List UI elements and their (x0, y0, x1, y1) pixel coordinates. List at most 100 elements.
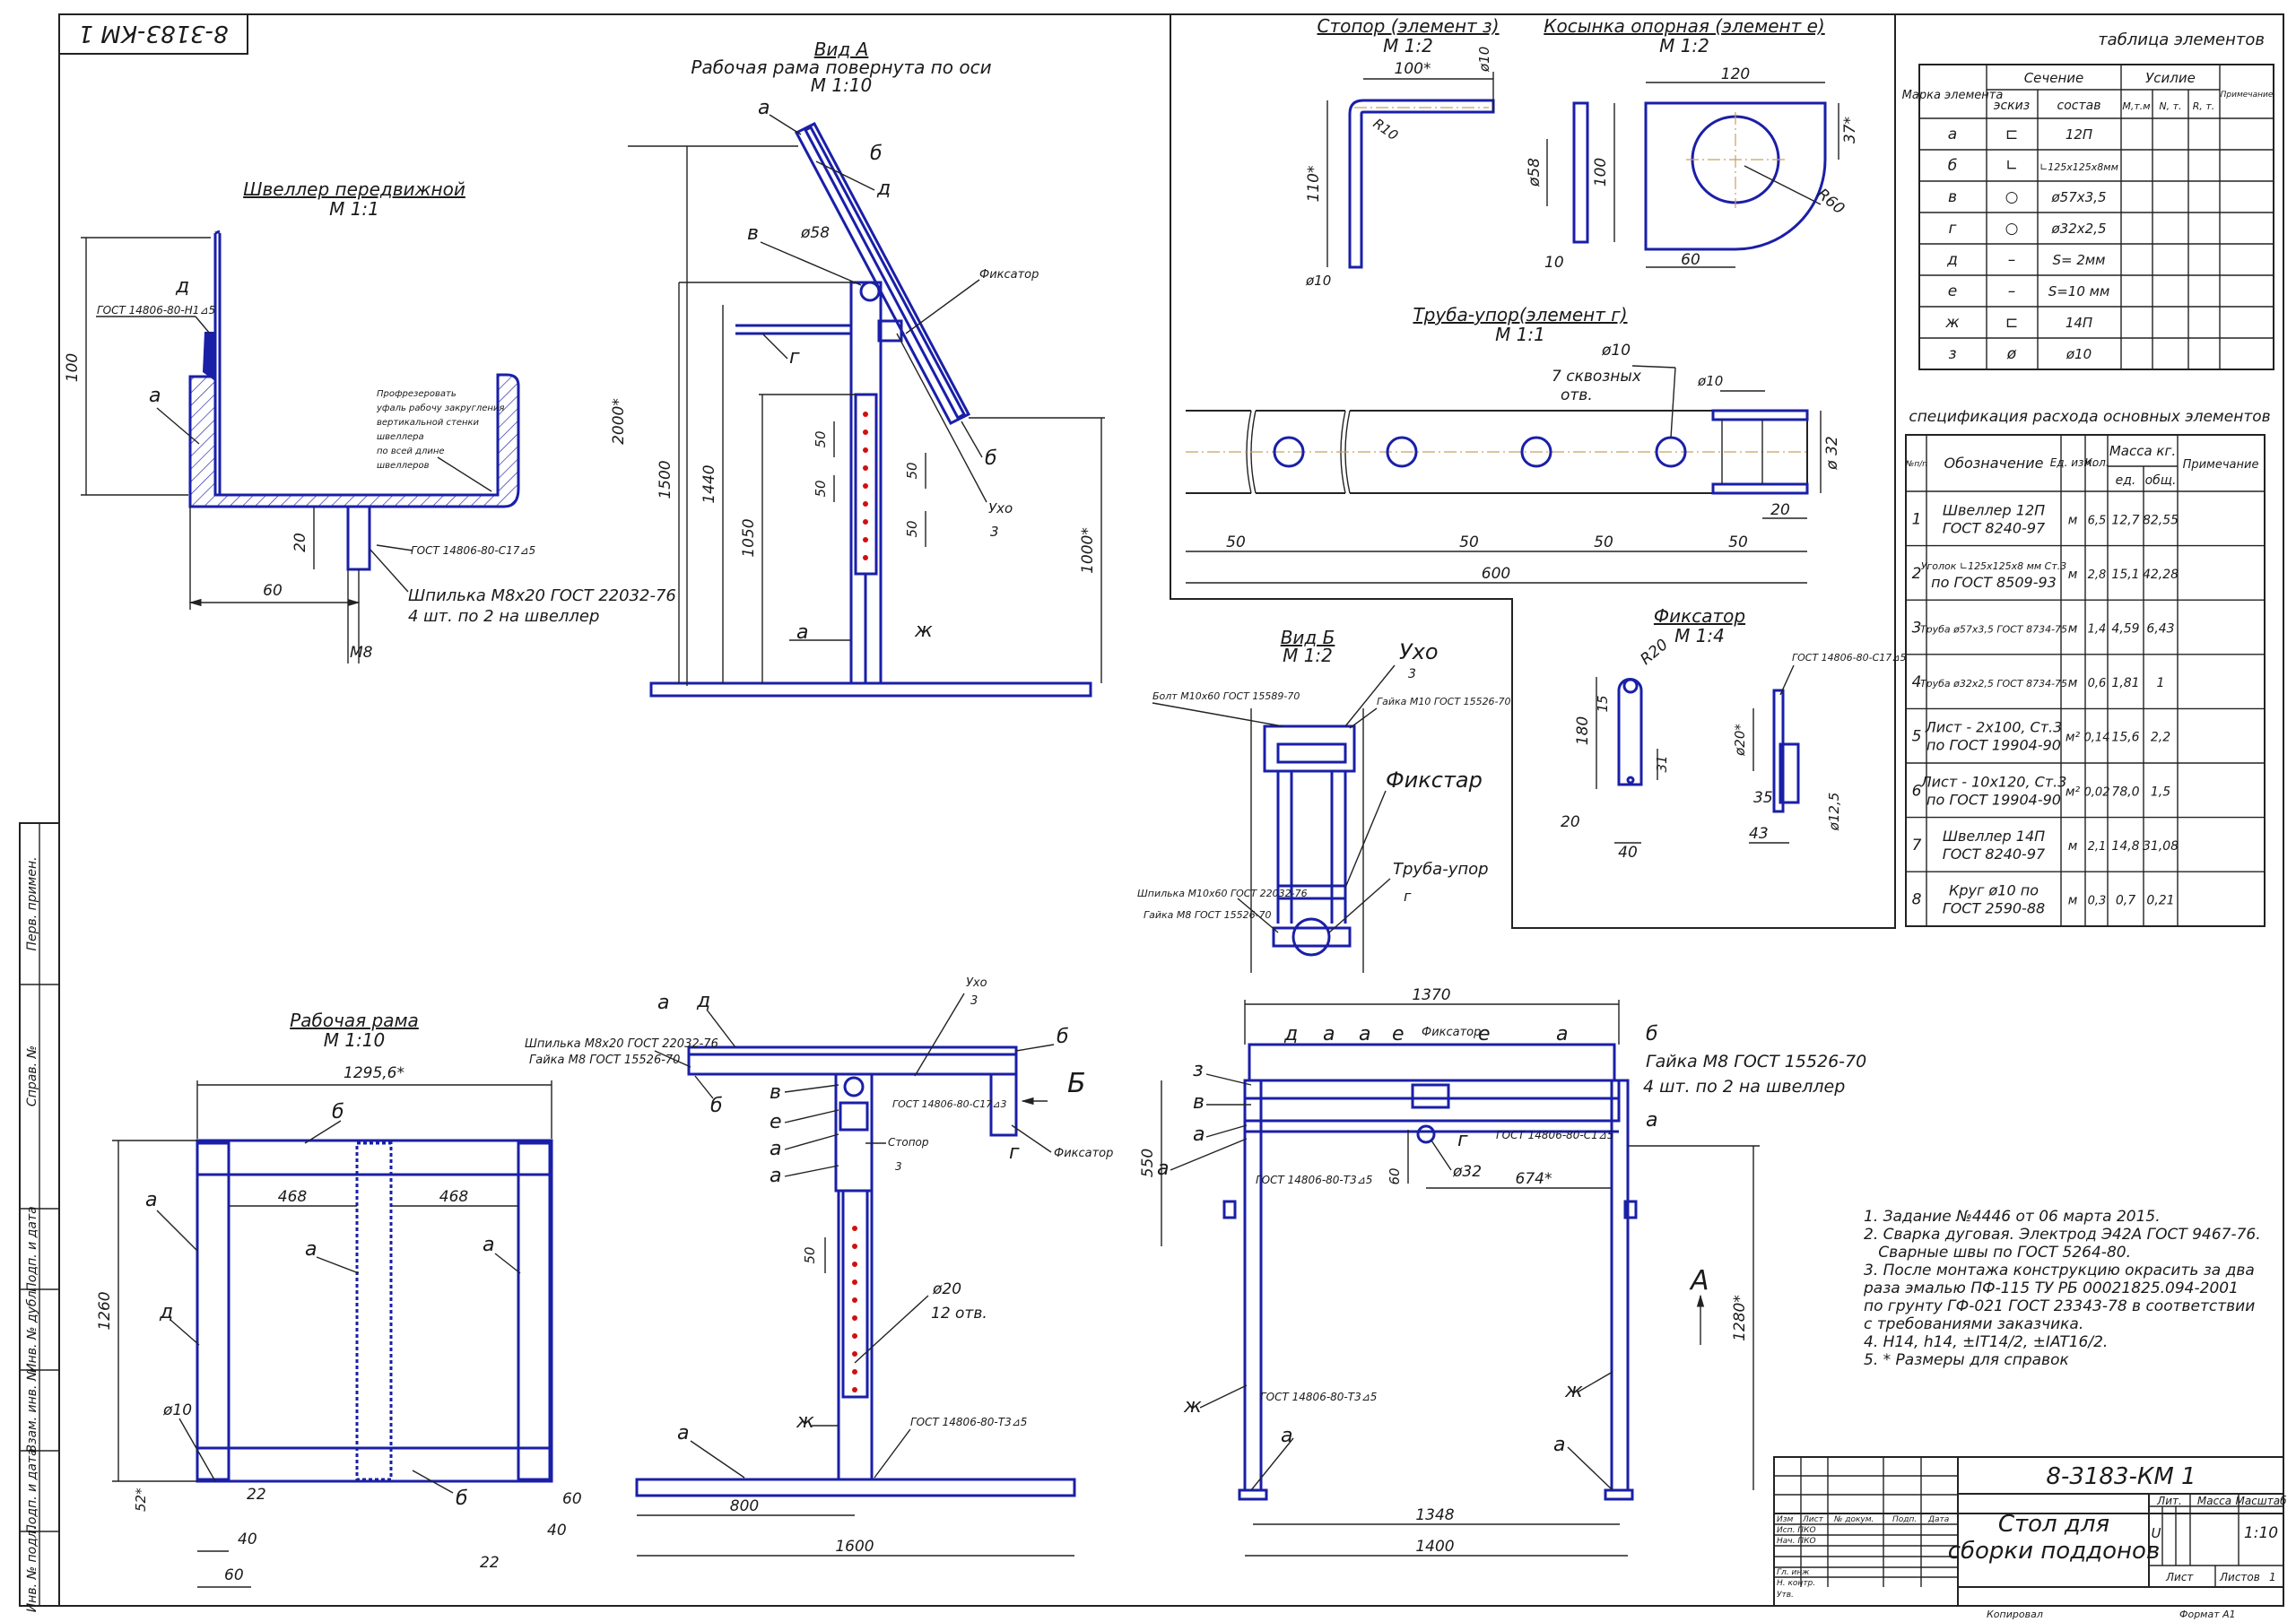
spec-row-mass-total: 1,5 (2151, 785, 2170, 799)
view-b-tube (1292, 917, 1331, 957)
fixator-dim-31: 31 (1654, 755, 1670, 772)
tb-row-7: Утв. (1777, 1591, 1794, 1600)
tb-sheets: Листов (2219, 1571, 2260, 1583)
spec-row-qty: 1,4 (2088, 623, 2107, 637)
side-stamp-7: Инв. № подл. (25, 1526, 39, 1613)
et-row-composition: ø10 (2066, 346, 2092, 362)
rama-dim-468b: 468 (439, 1188, 469, 1206)
view-b-nut2: Гайка М8 ГОСТ 15526-70 (1144, 909, 1272, 921)
front-gost2: ГОСТ 14806-80-Т3⊿5 (1256, 1174, 1372, 1186)
et-row-mark: е (1948, 282, 1957, 300)
fixator-dim-40: 40 (1618, 844, 1638, 862)
rama-dim-40: 40 (238, 1531, 257, 1548)
front-label-8: з (1193, 1059, 1204, 1081)
et-h-r: R, т. (2193, 100, 2215, 112)
side-d20: ø20 (932, 1280, 961, 1298)
channel-note-3: вертикальной стенки (377, 418, 480, 428)
truba-title: Труба-упор(элемент г) (1413, 304, 1627, 325)
spec-row-mass-total: 0,21 (2146, 894, 2174, 908)
tb-sheet: Лист (2165, 1571, 2194, 1583)
et-row-mark: г (1949, 220, 1957, 238)
front-label-13: а (1157, 1158, 1169, 1180)
front-view: 1370 550 60 ø32 674* 1280* 1348 1400 Гай… (1139, 986, 1866, 1557)
front-dim-60: 60 (1387, 1167, 1403, 1184)
et-row-composition: 12П (2066, 126, 2092, 143)
tb-podp: Подп. (1892, 1515, 1917, 1524)
spec-table-title: спецификация расхода основных элементов (1909, 408, 2270, 426)
spec-row-unit: м (2068, 894, 2078, 908)
tb-format: Формат А1 (2179, 1609, 2236, 1620)
front-dim-550: 550 (1139, 1149, 1157, 1177)
kosynka-title: Косынка опорная (элемент е) (1544, 15, 1824, 37)
et-row-composition: 14П (2066, 315, 2092, 331)
kosynka-shape (1644, 101, 1827, 251)
side-stamp-3: Подп. и дата (25, 1206, 39, 1291)
view-a-dim-1500: 1500 (657, 460, 674, 499)
title-block: 8-3183-КМ 1 Стол для сборки поддонов Лит… (1773, 1456, 2287, 1620)
spec-row-name: Лист - 10х120, Ст.3 (1920, 773, 2067, 790)
rama-dim-1260: 1260 (96, 1291, 114, 1330)
fixator-scale: М 1:4 (1674, 625, 1725, 646)
fixator-detail: Фиксатор М 1:4 180 15 R20 31 20 40 ø20* … (1561, 605, 1907, 862)
spec-row-unit: м (2068, 513, 2078, 527)
side-stud: Шпилька М8х20 ГОСТ 22032-76 (525, 1037, 718, 1051)
channel-note-1: Профрезеровать (377, 389, 457, 399)
et-row-mark: б (1948, 157, 1957, 175)
spec-row-unit: м² (2066, 785, 2081, 799)
stopor-dim-10: ø10 (1476, 47, 1492, 73)
fixator-dim-35: 35 (1753, 789, 1773, 807)
side-ukho: Ухо (966, 976, 987, 990)
view-b-nut1: Гайка М10 ГОСТ 15526-70 (1377, 696, 1511, 707)
spec-row-number: 7 (1912, 837, 1922, 854)
fixator-plate (1617, 678, 1643, 786)
view-a-dim-1000: 1000* (1079, 527, 1097, 574)
spec-row-name: Лист - 2х100, Ст.3 (1925, 719, 2063, 736)
truba-dim-50-1: 50 (1226, 533, 1246, 551)
et-row-mark: а (1948, 126, 1957, 143)
et-h-compos: состав (2057, 99, 2101, 113)
rama-dim-468a: 468 (278, 1188, 308, 1206)
fixator-dim-20b: ø20* (1732, 724, 1748, 757)
stopor-dim-100: 100* (1395, 60, 1431, 78)
tb-sheets-value: 1 (2269, 1571, 2276, 1583)
front-label-7: б (1646, 1023, 1658, 1045)
spec-row-qty: 0,3 (2088, 895, 2107, 908)
et-row-composition: ø57х3,5 (2051, 189, 2107, 205)
spec-row-qty: 0,14 (2084, 732, 2110, 745)
et-row-sketch: – (2008, 282, 2016, 300)
truba-dim-20: 20 (1770, 501, 1790, 519)
view-b-stud: Шпилька М10х60 ГОСТ 22032-76 (1137, 888, 1308, 899)
side-stopor-n: 3 (895, 1160, 902, 1173)
tb-code: 8-3183-КМ 1 (2046, 1463, 2196, 1490)
view-a-label-4: в (747, 222, 759, 245)
spec-row-mass-unit: 12,7 (2111, 513, 2139, 527)
et-row-sketch: ø (2006, 345, 2017, 363)
notes: 1. Задание №4446 от 06 марта 2015. 2. Св… (1863, 1208, 2261, 1369)
view-a-dim-1050: 1050 (740, 518, 758, 557)
spec-row-mass-unit: 15,6 (2111, 731, 2139, 745)
front-label-5: е (1478, 1023, 1491, 1045)
front-label-14: ж (1183, 1395, 1202, 1418)
view-a-dim-50c: 50 (904, 462, 920, 479)
rama-dim-52: 52* (133, 1488, 149, 1512)
st-h-obsch: общ. (2145, 473, 2177, 488)
et-row-sketch: – (2008, 251, 2016, 269)
spec-row-number: 2 (1912, 565, 1922, 583)
tb-row-5: Гл. инж (1777, 1568, 1810, 1577)
side-nut: Гайка М8 ГОСТ 15526-70 (529, 1054, 680, 1067)
channel-web (213, 233, 222, 495)
view-a-dim-1440: 1440 (700, 464, 718, 503)
kosynka-detail: Косынка опорная (элемент е) М 1:2 120 37… (1526, 15, 1859, 272)
front-dim-674: 674* (1516, 1170, 1552, 1188)
channel-stud: Шпилька М8х20 ГОСТ 22032-76 (408, 586, 676, 605)
spec-row-name: Уголок ∟125х125х8 мм Ст.3 (1921, 560, 2067, 572)
et-h-m: M,т.м (2122, 100, 2150, 112)
view-b-truba-n: г (1404, 888, 1412, 905)
spec-table: спецификация расхода основных элементов … (1905, 408, 2271, 927)
rama-dim-22: 22 (247, 1486, 266, 1504)
spec-row-mass-total: 1 (2157, 676, 2165, 690)
tb-masshtab: Масштаб (2235, 1495, 2287, 1507)
rama-label-5: д (159, 1301, 173, 1323)
front-gost3: ГОСТ 14806-80-Т3⊿5 (1260, 1391, 1377, 1403)
